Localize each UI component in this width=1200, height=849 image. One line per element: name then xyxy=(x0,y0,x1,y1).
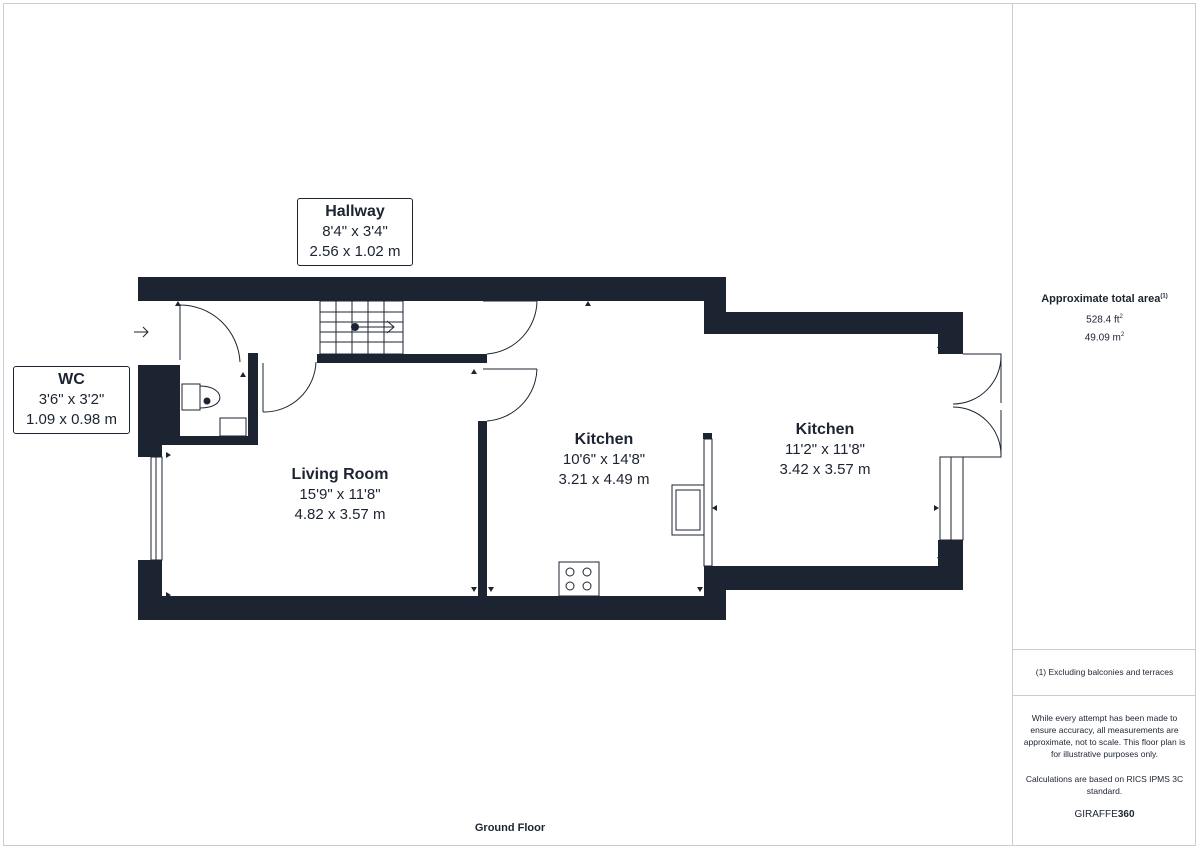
plan-sheet xyxy=(3,3,1196,846)
calculation-note: Calculations are based on RICS IPMS 3C s… xyxy=(1025,774,1184,796)
hall-kitchen-door-swing xyxy=(486,300,538,355)
hallway-name: Hallway xyxy=(325,203,385,220)
area-title: Approximate total area(1) xyxy=(1013,293,1196,305)
hallway-metric: 2.56 x 1.02 m xyxy=(309,243,401,260)
living-door-swing xyxy=(486,368,538,422)
french-door-swing-lower xyxy=(952,406,1002,456)
kitchen-sink xyxy=(671,484,705,536)
stairs-marker xyxy=(351,323,359,331)
side-panel: Approximate total area(1) 528.4 ft2 49.0… xyxy=(1012,3,1196,846)
wall-partition-cap xyxy=(703,433,712,439)
fixtures xyxy=(134,300,1002,597)
area-footnote-mark: (1) xyxy=(1160,293,1168,300)
wall-wc-left xyxy=(162,365,180,445)
wall-wc-right xyxy=(248,353,258,445)
floor-plan xyxy=(134,277,1002,620)
kitchen-front-label: Kitchen 10'6" x 14'8" 3.21 x 4.49 m xyxy=(514,430,694,490)
walls xyxy=(138,277,963,620)
area-sqm-power: 2 xyxy=(1120,332,1125,338)
wall-living-kitchen xyxy=(478,421,487,597)
french-door-lower xyxy=(963,410,1002,458)
wc-toilet xyxy=(199,385,221,409)
living-room-name: Living Room xyxy=(291,466,389,483)
brand-prefix: GIRAFFE xyxy=(1074,809,1118,820)
brand-logo: GIRAFFE360 xyxy=(1013,809,1196,820)
dimension-markers xyxy=(166,301,943,598)
french-door-swing-upper xyxy=(952,355,1002,405)
area-title-text: Approximate total area xyxy=(1041,293,1161,305)
kitchen-rear-label: Kitchen 11'2" x 11'8" 3.42 x 3.57 m xyxy=(735,420,915,480)
wall-left-lower xyxy=(138,560,162,620)
wc-cistern xyxy=(181,383,201,411)
kitchen-hob xyxy=(558,561,600,597)
area-sqft: 528.4 ft2 xyxy=(1013,314,1196,325)
kitchen-front-name: Kitchen xyxy=(574,431,634,448)
wc-label: WC 3'6" x 3'2" 1.09 x 0.98 m xyxy=(13,366,130,434)
area-sqm: 49.09 m2 xyxy=(1013,332,1196,343)
kitchen-rear-name: Kitchen xyxy=(795,421,855,438)
disclaimer: While every attempt has been made to ens… xyxy=(1023,713,1186,759)
area-sqm-value: 49.09 m xyxy=(1084,332,1121,344)
area-sqft-power: 2 xyxy=(1119,314,1123,320)
hallway-label: Hallway 8'4" x 3'4" 2.56 x 1.02 m xyxy=(297,198,413,266)
wall-bottom xyxy=(138,596,726,620)
brand-suffix: 360 xyxy=(1117,809,1135,820)
wc-basin xyxy=(219,417,247,437)
wc-name: WC xyxy=(58,371,85,388)
divider-2 xyxy=(1013,695,1196,696)
wall-wc-bottom xyxy=(158,436,258,445)
wc-metric: 1.09 x 0.98 m xyxy=(26,411,117,428)
french-door-upper xyxy=(963,353,1002,403)
kitchen-rear-metric: 3.42 x 3.57 m xyxy=(779,461,871,478)
wall-bottom-rear xyxy=(704,566,963,590)
wc-door-swing xyxy=(262,361,317,413)
wall-top xyxy=(138,277,726,301)
kitchen-partition xyxy=(703,438,713,567)
wall-top-rear xyxy=(704,312,963,334)
hallway-imperial: 8'4" x 3'4" xyxy=(322,223,388,240)
wall-hall-living xyxy=(317,354,487,363)
living-room-label: Living Room 15'9" x 11'8" 4.82 x 3.57 m xyxy=(250,465,430,525)
kitchen-rear-imperial: 11'2" x 11'8" xyxy=(784,441,866,458)
kitchen-front-metric: 3.21 x 4.49 m xyxy=(558,471,650,488)
wc-imperial: 3'6" x 3'2" xyxy=(38,391,105,408)
floor-label: Ground Floor xyxy=(474,822,546,834)
entry-arrow-icon xyxy=(134,326,149,338)
stairs xyxy=(319,300,404,355)
wall-bottom-step xyxy=(704,566,726,620)
entry-door-swing xyxy=(179,304,241,363)
living-room-imperial: 15'9" x 11'8" xyxy=(299,486,381,503)
living-room-metric: 4.82 x 3.57 m xyxy=(294,506,386,523)
divider-1 xyxy=(1013,649,1196,650)
area-sqft-value: 528.4 ft xyxy=(1086,314,1120,326)
kitchen-front-imperial: 10'6" x 14'8" xyxy=(562,451,646,468)
footnote: (1) Excluding balconies and terraces xyxy=(1035,667,1174,677)
